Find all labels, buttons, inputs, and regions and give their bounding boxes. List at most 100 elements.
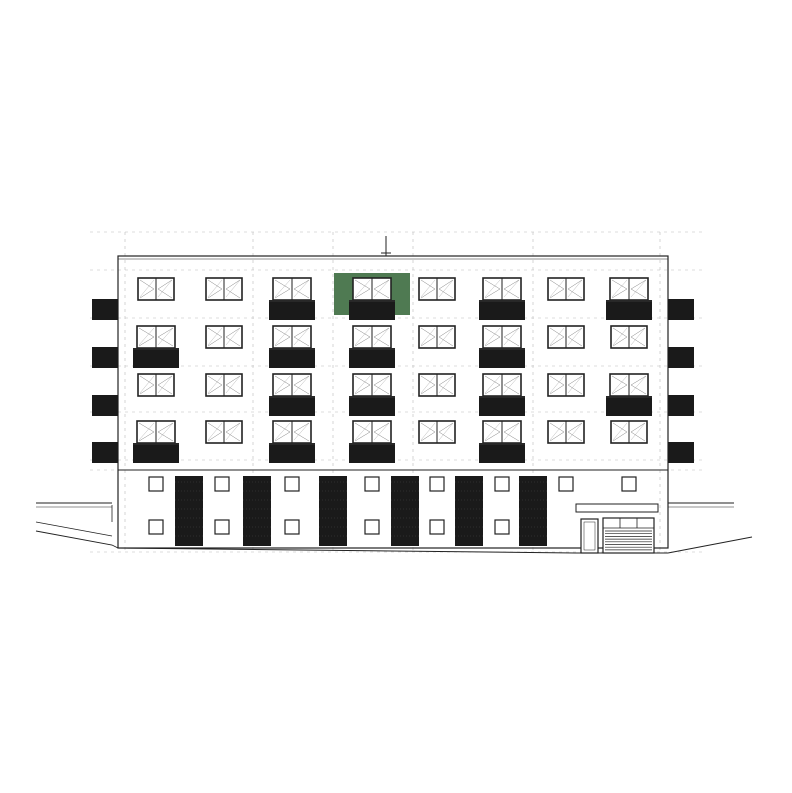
window-opening-mark xyxy=(293,375,310,394)
window xyxy=(609,277,649,301)
ground-floor-window-upper xyxy=(429,476,445,492)
window-opening-mark xyxy=(157,279,173,299)
balcony-railing xyxy=(349,396,395,416)
window xyxy=(547,325,585,349)
window-opening-mark xyxy=(293,375,310,395)
side-balcony-right xyxy=(668,299,694,320)
balcony-railing xyxy=(349,443,395,463)
window-opening-mark xyxy=(438,279,454,299)
window-opening-mark xyxy=(567,279,583,298)
window xyxy=(272,325,312,349)
window-opening-mark xyxy=(549,375,565,395)
window xyxy=(482,277,522,301)
window-opening-mark xyxy=(354,279,371,298)
window-opening-mark xyxy=(293,279,310,298)
window-opening-mark xyxy=(567,327,583,347)
window-opening-mark xyxy=(503,422,520,442)
window-opening-mark xyxy=(611,279,628,298)
window-opening-mark xyxy=(293,422,310,442)
green-wall-panel xyxy=(319,476,347,546)
ground-floor-window-upper xyxy=(214,476,230,492)
ground-floor-window-upper xyxy=(148,476,164,492)
window-opening-mark xyxy=(354,375,371,395)
window-opening-mark xyxy=(484,327,501,347)
window-opening-mark xyxy=(484,422,501,441)
side-balcony-right xyxy=(668,347,694,368)
window-opening-mark xyxy=(484,279,501,299)
ground-floor-window-lower xyxy=(364,519,380,535)
window-opening-mark xyxy=(484,422,501,442)
window-opening-mark xyxy=(612,327,628,347)
ground-floor-window-upper xyxy=(558,476,574,492)
window-opening-mark xyxy=(207,327,223,347)
window-opening-mark xyxy=(549,375,565,394)
window-opening-mark xyxy=(274,327,291,346)
window xyxy=(137,277,175,301)
window-opening-mark xyxy=(225,327,241,346)
balcony-railing xyxy=(269,348,315,368)
window-opening-mark xyxy=(274,422,291,442)
balcony-railing xyxy=(269,300,315,320)
window-opening-mark xyxy=(157,279,173,298)
window-opening-mark xyxy=(630,375,647,395)
window-opening-mark xyxy=(207,375,223,395)
window-opening-mark xyxy=(549,279,565,298)
window-opening-mark xyxy=(354,422,371,441)
ground-floor-window-upper xyxy=(621,476,637,492)
window xyxy=(418,277,456,301)
window-opening-mark xyxy=(611,375,628,395)
window-opening-mark xyxy=(549,279,565,299)
ground-floor-window-lower xyxy=(284,519,300,535)
ground-floor-window-lower xyxy=(148,519,164,535)
window-opening-mark xyxy=(225,375,241,394)
window-opening-mark xyxy=(438,375,454,395)
window-opening-mark xyxy=(274,375,291,394)
balcony-railing xyxy=(479,348,525,368)
window-opening-mark xyxy=(373,375,390,394)
window-opening-mark xyxy=(630,422,646,442)
window xyxy=(418,420,456,444)
window-opening-mark xyxy=(225,279,241,298)
window xyxy=(482,420,522,444)
window xyxy=(547,373,585,397)
window-opening-mark xyxy=(630,327,646,347)
window-opening-mark xyxy=(225,279,241,299)
balcony-railing xyxy=(349,300,395,320)
window-opening-mark xyxy=(503,279,520,299)
window-opening-mark xyxy=(611,279,628,299)
window-opening-mark xyxy=(138,327,155,346)
window-opening-mark xyxy=(612,422,628,441)
window xyxy=(547,277,585,301)
window-opening-mark xyxy=(567,375,583,395)
window-opening-mark xyxy=(438,375,454,394)
window xyxy=(547,420,585,444)
window-opening-mark xyxy=(549,327,565,346)
window xyxy=(352,420,392,444)
balcony-railing xyxy=(349,348,395,368)
side-balcony-left xyxy=(92,299,118,320)
garage-door xyxy=(602,517,655,554)
window-opening-mark xyxy=(293,279,310,299)
window-opening-mark xyxy=(157,422,174,441)
window-opening-mark xyxy=(207,279,223,299)
window-opening-mark xyxy=(484,279,501,298)
window-opening-mark xyxy=(503,279,520,298)
window-opening-mark xyxy=(611,375,628,394)
window-opening-mark xyxy=(438,422,454,441)
window-opening-mark xyxy=(354,279,371,299)
balcony-railing xyxy=(269,396,315,416)
green-wall-panel xyxy=(519,476,547,546)
window xyxy=(609,373,649,397)
terrain-slope-left xyxy=(35,521,113,537)
window-opening-mark xyxy=(503,327,520,347)
window-opening-mark xyxy=(612,327,628,346)
window-opening-mark xyxy=(207,375,223,394)
window-opening-mark xyxy=(354,422,371,442)
entrance-door-panel xyxy=(583,521,596,551)
window xyxy=(482,325,522,349)
window-opening-mark xyxy=(549,422,565,442)
window-opening-mark xyxy=(139,279,155,299)
window-opening-mark xyxy=(373,327,390,346)
window-opening-mark xyxy=(484,375,501,394)
